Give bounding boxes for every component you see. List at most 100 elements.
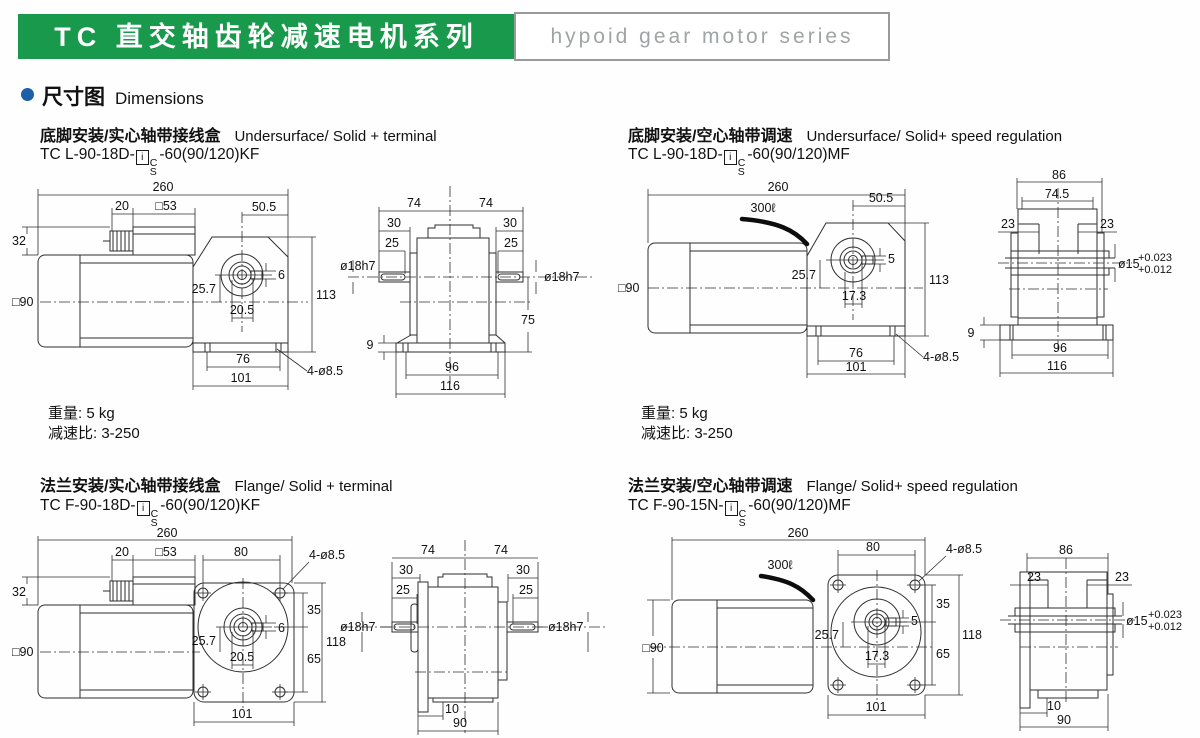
d260: 260 [788, 526, 809, 540]
power-cable [758, 573, 816, 603]
d53: □53 [155, 199, 177, 213]
box-symbol: i [723, 150, 737, 165]
d74_5: 74.5 [1045, 187, 1069, 201]
hollow-shaft-wall [1010, 267, 1110, 276]
d116: 116 [1047, 359, 1067, 373]
bore: ø15 [1118, 257, 1140, 271]
d80: 80 [234, 545, 248, 559]
d25b: 25 [504, 236, 518, 250]
section-title-zh: 尺寸图 [42, 86, 105, 109]
motor-flange-outline [37, 576, 295, 710]
cable-label: 300ℓ [768, 558, 793, 572]
d25b: 25 [519, 583, 533, 597]
q4-title: 法兰安装/空心轴带调速 Flange/ Solid+ speed regulati… [628, 472, 1018, 496]
gearbox-outline [1000, 558, 1135, 709]
q4-title-en: Flange/ Solid+ speed regulation [806, 478, 1018, 495]
d10: 10 [445, 702, 459, 716]
q1-drawing-front-view: 74 74 30 30 25 25 ø18h7 ø18h7 75 9 96 [340, 186, 592, 398]
series-subtitle: hypoid gear motor series [514, 12, 890, 61]
d9: 9 [367, 338, 374, 352]
d23b: 23 [1100, 217, 1114, 231]
bullet-icon [21, 88, 34, 101]
hollow-shaft-wall [1010, 250, 1110, 259]
q4-title-zh: 法兰安装/空心轴带调速 [628, 478, 793, 495]
q2-title-zh: 底脚安装/空心轴带调速 [628, 128, 793, 145]
flange-hole [907, 677, 923, 693]
flange-hole [195, 684, 211, 700]
d90: □90 [12, 295, 34, 309]
d32: 32 [12, 234, 26, 248]
d74b: 74 [494, 543, 508, 557]
d35: 35 [307, 603, 321, 617]
d65: 65 [307, 652, 321, 666]
d17_3: 17.3 [865, 649, 889, 663]
q1-ratio: 减速比: 3-250 [48, 425, 140, 442]
q3-title-en: Flange/ Solid + terminal [234, 478, 393, 495]
gearbox-outline [342, 540, 606, 733]
q2-drawing-side-view: 260 300ℓ 50.5 □90 25.7 5 17.3 113 76 101… [618, 180, 959, 378]
d5: 5 [888, 252, 895, 266]
box-symbol: i [724, 501, 738, 516]
d101: 101 [866, 700, 887, 714]
dimensions: 260 20 □53 50.5 32 □90 25.7 6 20.5 113 [12, 180, 343, 390]
d25_7: 25.7 [792, 268, 816, 282]
dimensions: 260 300ℓ 80 4-ø8.5 □90 25.7 5 17.3 35 65 [642, 526, 982, 719]
d101: 101 [231, 371, 252, 385]
dimensions: 86 74.5 23 23 ø15 +0.023 +0.012 9 96 116 [968, 168, 1172, 377]
d25_7: 25.7 [815, 628, 839, 642]
q2-drawing-hollow-shaft-view: 86 74.5 23 23 ø15 +0.023 +0.012 9 96 116 [968, 168, 1172, 377]
d90: □90 [642, 641, 664, 655]
dimensions: 74 74 30 30 25 25 ø18h7 ø18h7 10 90 [340, 543, 589, 735]
q1-title-zh: 底脚安装/实心轴带接线盒 [40, 128, 221, 145]
q2-weight: 重量: 5 kg [641, 405, 708, 422]
d74a: 74 [421, 543, 435, 557]
d23a: 23 [1001, 217, 1015, 231]
d260: 260 [157, 526, 178, 540]
d50_5: 50.5 [252, 200, 276, 214]
tol-a: +0.023 [1138, 252, 1172, 264]
d25a: 25 [385, 236, 399, 250]
q4-drawing-side-view: 260 300ℓ 80 4-ø8.5 □90 25.7 5 17.3 35 65 [642, 526, 982, 719]
d20: 20 [115, 545, 129, 559]
holes: 4-ø8.5 [923, 350, 959, 364]
dimensions: 260 300ℓ 50.5 □90 25.7 5 17.3 113 76 101… [618, 180, 959, 378]
d101: 101 [232, 707, 253, 721]
d113: 113 [929, 273, 949, 287]
q3-drawing-front-view: 74 74 30 30 25 25 ø18h7 ø18h7 10 90 [340, 540, 606, 735]
gearbox-outline [348, 186, 592, 384]
gearbox-outline [998, 188, 1132, 350]
d96: 96 [445, 360, 459, 374]
bore: ø15 [1126, 614, 1148, 628]
d32: 32 [12, 585, 26, 599]
section-title-en: Dimensions [115, 89, 204, 108]
tol-b: +0.012 [1138, 264, 1172, 276]
d35: 35 [936, 597, 950, 611]
d25_7: 25.7 [192, 634, 216, 648]
shaft-r: ø18h7 [548, 620, 583, 634]
motor-gearbox-outline [37, 212, 308, 353]
d17_3: 17.3 [842, 289, 866, 303]
d90: 90 [1057, 713, 1071, 727]
tol-b: +0.012 [1148, 621, 1182, 633]
d5: 5 [911, 614, 918, 628]
q2-ratio: 减速比: 3-250 [641, 425, 733, 442]
d75: 75 [521, 313, 535, 327]
d86: 86 [1059, 543, 1073, 557]
dimensions: 260 20 □53 80 4-ø8.5 32 □90 25.7 6 20.5 [12, 526, 346, 726]
d20_5: 20.5 [230, 303, 254, 317]
d10: 10 [1047, 699, 1061, 713]
d23a: 23 [1027, 570, 1041, 584]
d90: □90 [618, 281, 640, 295]
motor-gearbox-outline [647, 200, 923, 337]
series-banner: TC 直交轴齿轮减速电机系列 [18, 14, 515, 59]
